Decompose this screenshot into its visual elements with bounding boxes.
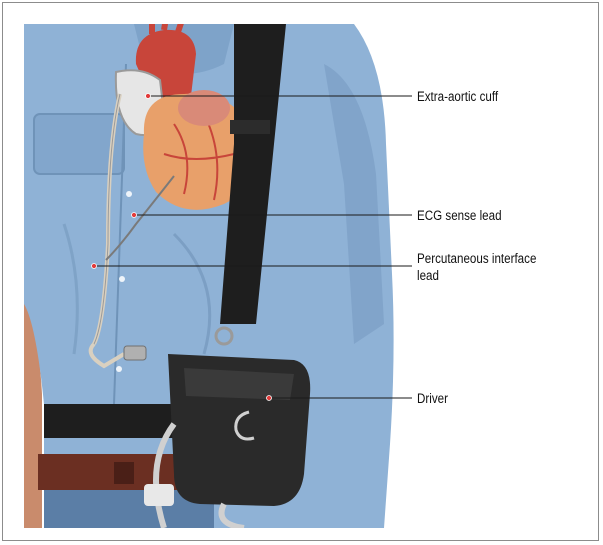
label-ecg-sense-lead: ECG sense lead	[417, 207, 502, 224]
label-percutaneous-line1: Percutaneous interface	[417, 250, 536, 267]
device-illustration	[24, 24, 412, 528]
label-extra-aortic-cuff: Extra-aortic cuff	[417, 88, 498, 105]
label-driver: Driver	[417, 390, 448, 407]
label-percutaneous-line2: lead	[417, 267, 439, 284]
